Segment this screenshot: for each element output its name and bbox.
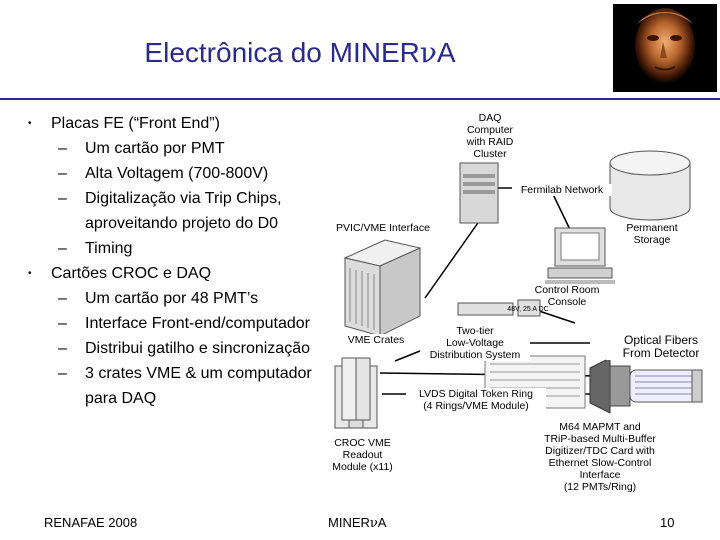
bullet-mark: –	[58, 340, 67, 357]
bullet-text: Digitalização via Trip Chips,	[85, 190, 282, 207]
footer-center-text: MINER	[328, 515, 370, 530]
bullet-item: – Distribui gatilho e sincronização	[28, 336, 348, 361]
electronics-diagram: DAQ Computer with RAID Cluster Fermilab …	[320, 108, 720, 508]
bullet-mark: –	[58, 190, 67, 207]
bullet-text: Um cartão por 48 PMT’s	[85, 290, 259, 307]
footer-center-tail: A	[377, 515, 387, 530]
bullet-mark: •	[28, 118, 32, 129]
label-optical-fibers: Optical Fibers From Detector	[606, 334, 716, 360]
bullet-text: aproveitando projeto do D0	[85, 215, 279, 232]
minerva-head-icon	[613, 4, 717, 92]
slide-title: Electrônica do MINERνA	[0, 36, 600, 69]
daq-server-icon	[459, 162, 499, 224]
bullet-text: Interface Front-end/computador	[85, 315, 311, 332]
bullet-text: para DAQ	[85, 390, 157, 407]
bullet-item: para DAQ	[28, 386, 348, 411]
bullet-text: Placas FE (“Front End”)	[51, 115, 220, 132]
bullet-text: Alta Voltagem (700-800V)	[85, 165, 269, 182]
bullet-item: – Interface Front-end/computador	[28, 311, 348, 336]
bullet-mark: –	[58, 290, 67, 307]
label-fermilab-network: Fermilab Network	[512, 184, 612, 196]
bullet-item: aproveitando projeto do D0	[28, 211, 348, 236]
page-number: 10	[660, 515, 675, 530]
bullet-item: – Timing	[28, 236, 348, 261]
label-two-tier: Two-tier Low-Voltage Distribution System	[420, 325, 530, 361]
title-text: Electrônica do MINER	[144, 37, 420, 68]
bullet-item: – Alta Voltagem (700-800V)	[28, 161, 348, 186]
title-nu: ν	[419, 36, 437, 69]
label-control-room: Control Room Console	[534, 284, 600, 308]
bullet-item: • Cartões CROC e DAQ	[28, 261, 348, 286]
label-m64: M64 MAPMT and TRiP-based Multi-Buffer Di…	[544, 421, 656, 493]
bullet-text: 3 crates VME & um computador	[85, 365, 312, 382]
bullet-item: – Digitalização via Trip Chips,	[28, 186, 348, 211]
optical-fiber-icon	[589, 357, 703, 414]
bullet-mark: –	[58, 165, 67, 182]
label-vme-crates: VME Crates	[346, 334, 406, 346]
title-tail: A	[436, 37, 456, 68]
bullet-text: Distribui gatilho e sincronização	[85, 340, 310, 357]
bullet-item: • Placas FE (“Front End”)	[28, 111, 348, 136]
footer-center: MINERνA	[328, 515, 386, 531]
bullet-item: – Um cartão por 48 PMT’s	[28, 286, 348, 311]
lv-supply-icon	[457, 299, 541, 317]
minerva-logo	[613, 4, 717, 92]
label-lvds: LVDS Digital Token Ring (4 Rings/VME Mod…	[406, 388, 546, 412]
bullet-mark: –	[58, 240, 67, 257]
footer-left: RENAFAE 2008	[44, 515, 138, 530]
footer-center-nu: ν	[369, 516, 378, 531]
bullet-mark: –	[58, 315, 67, 332]
label-daq-computer: DAQ Computer with RAID Cluster	[466, 112, 514, 160]
label-lv-supply: 48V, 25 A DC	[507, 306, 549, 313]
label-permanent-storage: Permanent Storage	[626, 222, 678, 246]
bullet-item: – Um cartão por PMT	[28, 136, 348, 161]
diagram-graphics	[334, 150, 703, 429]
bullet-text: Cartões CROC e DAQ	[51, 265, 212, 282]
bullet-list: • Placas FE (“Front End”) – Um cartão por P…	[28, 111, 348, 411]
bullet-mark: –	[58, 140, 67, 157]
bullet-text: Timing	[85, 240, 133, 257]
storage-cylinder-icon	[609, 150, 691, 221]
control-room-pc-icon	[545, 227, 615, 284]
bullet-item: – 3 crates VME & um computador	[28, 361, 348, 386]
title-divider	[0, 98, 720, 100]
bullet-text: Um cartão por PMT	[85, 140, 225, 157]
label-croc: CROC VME Readout Module (x11)	[332, 437, 393, 473]
label-pvic-vme: PVIC/VME Interface	[328, 222, 438, 234]
bullet-mark: •	[28, 268, 32, 279]
croc-module-icon	[334, 357, 378, 429]
bullet-mark: –	[58, 365, 67, 382]
vme-crate-icon	[343, 239, 422, 337]
